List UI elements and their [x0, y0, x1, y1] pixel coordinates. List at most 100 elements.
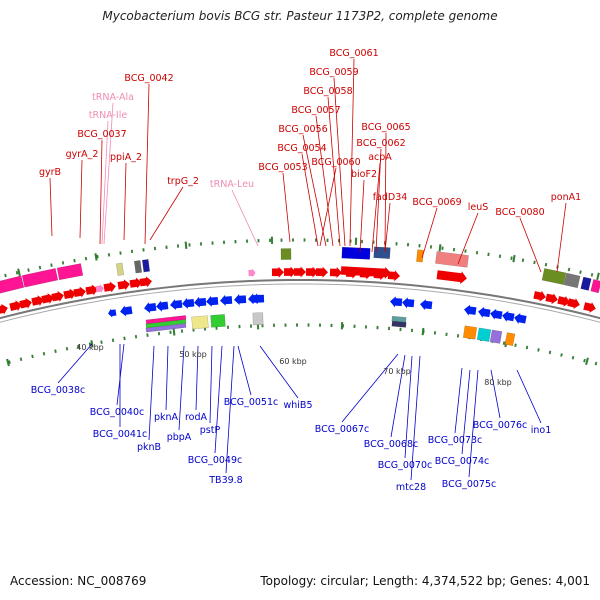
forward-gene-arrow: [85, 284, 98, 296]
forward-gene-label: fadD34: [373, 192, 408, 203]
outer-tick: [130, 249, 134, 254]
forward-gene-arrow: [139, 276, 152, 288]
forward-gene-label: BCG_0057: [291, 105, 340, 116]
reverse-gene-arrow: [182, 297, 195, 309]
forward-label-leader: [149, 186, 184, 241]
inner-tick-shape: [100, 340, 103, 345]
reverse-gene-label: pbpA: [167, 432, 192, 443]
outer-tick-shape: [498, 254, 502, 259]
outer-tick-shape: [567, 267, 571, 272]
reverse-label-leader: [195, 345, 199, 411]
outer-tick-shape: [533, 260, 536, 265]
inner-tick: [169, 330, 172, 335]
inner-tick: [65, 346, 69, 351]
outer-major-tick: [17, 268, 21, 277]
reverse-cog-block-shape: [462, 325, 478, 340]
reverse-gene-label: BCG_0041c: [93, 429, 148, 440]
inner-tick-shape: [77, 344, 80, 349]
outer-tick: [176, 244, 180, 248]
inner-tick-shape: [318, 323, 322, 327]
forward-label-leader: [231, 189, 259, 247]
forward-cog-block: [541, 268, 567, 285]
forward-gene-arrow: [41, 293, 54, 304]
reverse-label-leader: [454, 367, 463, 434]
reverse-label-leader: [116, 343, 125, 406]
reverse-label-leader: [57, 343, 93, 384]
reverse-cog-block-shape: [191, 315, 209, 330]
outer-tick: [533, 260, 536, 265]
reverse-cog-block: [145, 319, 187, 329]
outer-tick-shape: [153, 246, 157, 251]
inner-major-tick-shape: [172, 328, 176, 336]
forward-gene-arrow-shape: [315, 266, 328, 278]
forward-gene-arrow: [31, 295, 44, 306]
inner-tick: [537, 347, 540, 352]
outer-tick: [544, 262, 548, 267]
reverse-gene-arrow: [144, 302, 157, 314]
forward-cog-block-shape: [341, 246, 371, 260]
forward-cog-block: [0, 275, 25, 296]
reverse-gene-arrow-shape: [144, 302, 157, 314]
forward-gene-label: tRNA-Ile: [89, 110, 128, 121]
outer-tick: [73, 258, 76, 263]
forward-label-leader: [301, 153, 319, 247]
forward-gene-label: ponA1: [551, 192, 581, 203]
forward-gene-arrow-shape: [41, 293, 54, 304]
inner-tick: [238, 324, 241, 329]
reverse-gene-arrow: [420, 299, 433, 311]
inner-tick: [445, 332, 448, 337]
forward-gene-arrow-shape: [103, 281, 116, 293]
outer-tick-shape: [464, 249, 467, 253]
forward-label-leader: [375, 148, 382, 253]
reverse-cog-block: [145, 315, 187, 325]
forward-gene-label: gyrA_2: [66, 149, 99, 160]
reverse-cog-block: [504, 332, 516, 347]
forward-gene-arrow-shape: [85, 284, 98, 296]
reverse-gene-arrow-shape: [234, 294, 247, 306]
forward-label-leader: [457, 212, 479, 265]
inner-tick-shape: [54, 349, 57, 354]
reverse-gene-arrow: [490, 308, 503, 320]
inner-tick: [353, 324, 356, 329]
inner-tick-shape: [180, 329, 184, 333]
outer-major-tick-shape: [184, 241, 188, 250]
forward-label-leader: [384, 202, 391, 253]
forward-gene-arrow: [73, 286, 86, 298]
outer-tick: [199, 242, 203, 246]
forward-gene-arrow: [271, 266, 284, 278]
backbone-outer: [0, 278, 600, 320]
tick-label: 60 kbp: [279, 357, 307, 366]
outer-tick: [50, 263, 53, 268]
reverse-gene-label: BCG_0051c: [224, 397, 279, 408]
forward-cog-block-shape: [133, 260, 143, 274]
reverse-label-leader: [165, 345, 169, 411]
outer-tick: [567, 267, 571, 272]
accession-label: Accession: NC_008769: [10, 574, 147, 588]
inner-tick: [134, 334, 138, 339]
reverse-gene-label: pknA: [154, 412, 179, 423]
inner-tick-shape: [525, 345, 529, 350]
reverse-gene-arrow-shape: [206, 295, 219, 307]
forward-label-leader: [282, 172, 291, 243]
reverse-label-leader: [148, 345, 155, 441]
forward-cog-block-shape: [416, 249, 424, 263]
reverse-gene-arrow-shape: [252, 293, 265, 305]
label-leaders-layer: [49, 58, 567, 481]
outer-tick-shape: [199, 242, 203, 246]
reverse-gene-arrow: [206, 295, 219, 307]
forward-cog-block: [341, 246, 371, 260]
features-layer: [0, 236, 600, 367]
forward-gene-arrow: [51, 290, 64, 302]
forward-gene-arrow: [315, 266, 328, 278]
inner-major-tick-shape: [340, 321, 344, 330]
reverse-cog-block-shape: [476, 327, 492, 342]
reverse-gene-label: BCG_0070c: [378, 460, 433, 471]
outer-tick: [395, 241, 398, 246]
outer-tick-shape: [245, 239, 249, 243]
reverse-gene-arrow: [502, 310, 515, 322]
reverse-gene-label: BCG_0038c: [31, 385, 86, 396]
inner-tick: [226, 325, 230, 330]
reverse-label-leader: [225, 345, 235, 474]
reverse-gene-arrow-shape: [478, 306, 491, 318]
